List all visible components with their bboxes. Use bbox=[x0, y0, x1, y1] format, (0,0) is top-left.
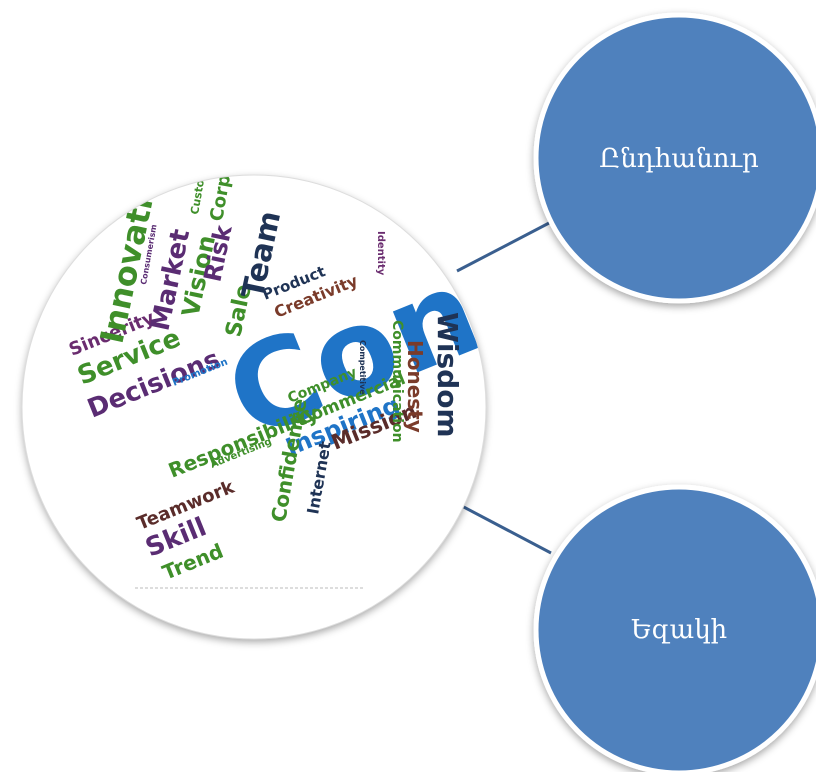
node-label-singular: Եզակի bbox=[630, 615, 728, 645]
connector-line-bottom bbox=[457, 502, 552, 555]
word-cloud-word: Competitive bbox=[358, 340, 367, 395]
node-circle-general bbox=[533, 12, 816, 304]
node-circle-singular bbox=[533, 484, 816, 772]
word-cloud-word: Identity bbox=[375, 231, 386, 276]
word-cloud-word: Honesty bbox=[403, 340, 427, 433]
word-cloud-word: Wisdom bbox=[431, 312, 464, 438]
connector-line-top bbox=[456, 220, 552, 273]
word-cloud-word: Communication bbox=[389, 320, 405, 443]
node-label-general: Ընդհանուր bbox=[599, 144, 759, 174]
